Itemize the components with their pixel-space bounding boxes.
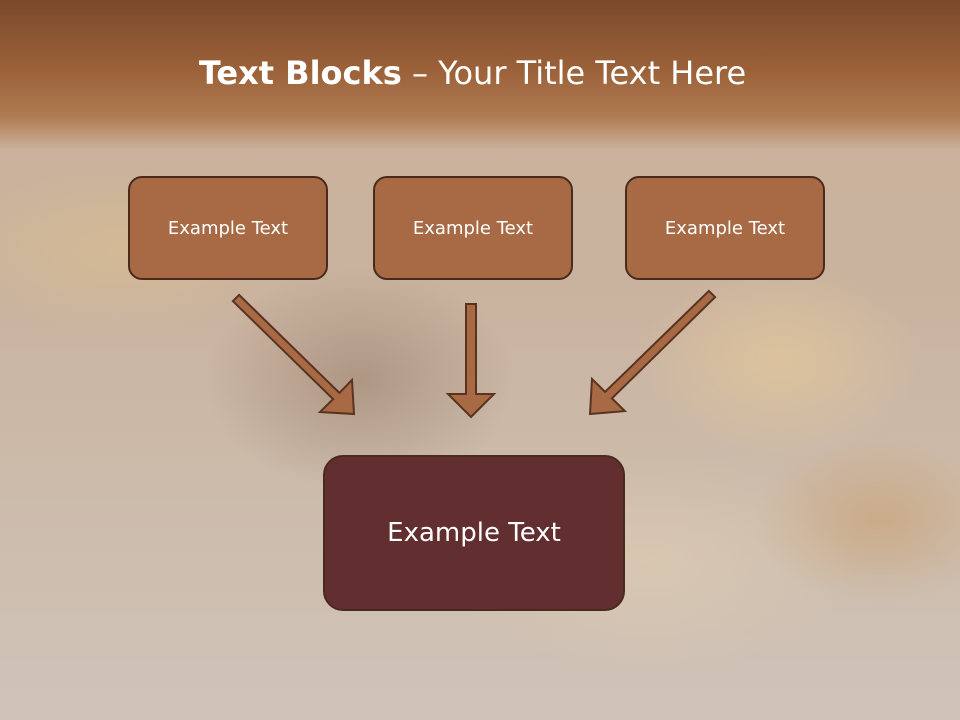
top-box-right[interactable]: Example Text — [625, 176, 825, 280]
title-rest: Your Title Text Here — [438, 54, 747, 92]
title-dash: – — [401, 54, 439, 92]
bottom-box-label: Example Text — [387, 518, 561, 548]
top-box-right-label: Example Text — [664, 217, 786, 239]
arrow-center — [445, 303, 497, 419]
title-band — [0, 0, 960, 150]
arrow-right — [588, 289, 717, 416]
top-box-left[interactable]: Example Text — [128, 176, 328, 280]
top-box-center[interactable]: Example Text — [373, 176, 573, 280]
slide-title: Text Blocks – Your Title Text Here — [0, 54, 945, 92]
arrow-left — [231, 293, 356, 416]
top-box-left-label: Example Text — [167, 217, 289, 239]
bottom-box[interactable]: Example Text — [323, 455, 625, 611]
top-box-center-label: Example Text — [412, 217, 534, 239]
title-bold-part: Text Blocks — [198, 54, 402, 92]
